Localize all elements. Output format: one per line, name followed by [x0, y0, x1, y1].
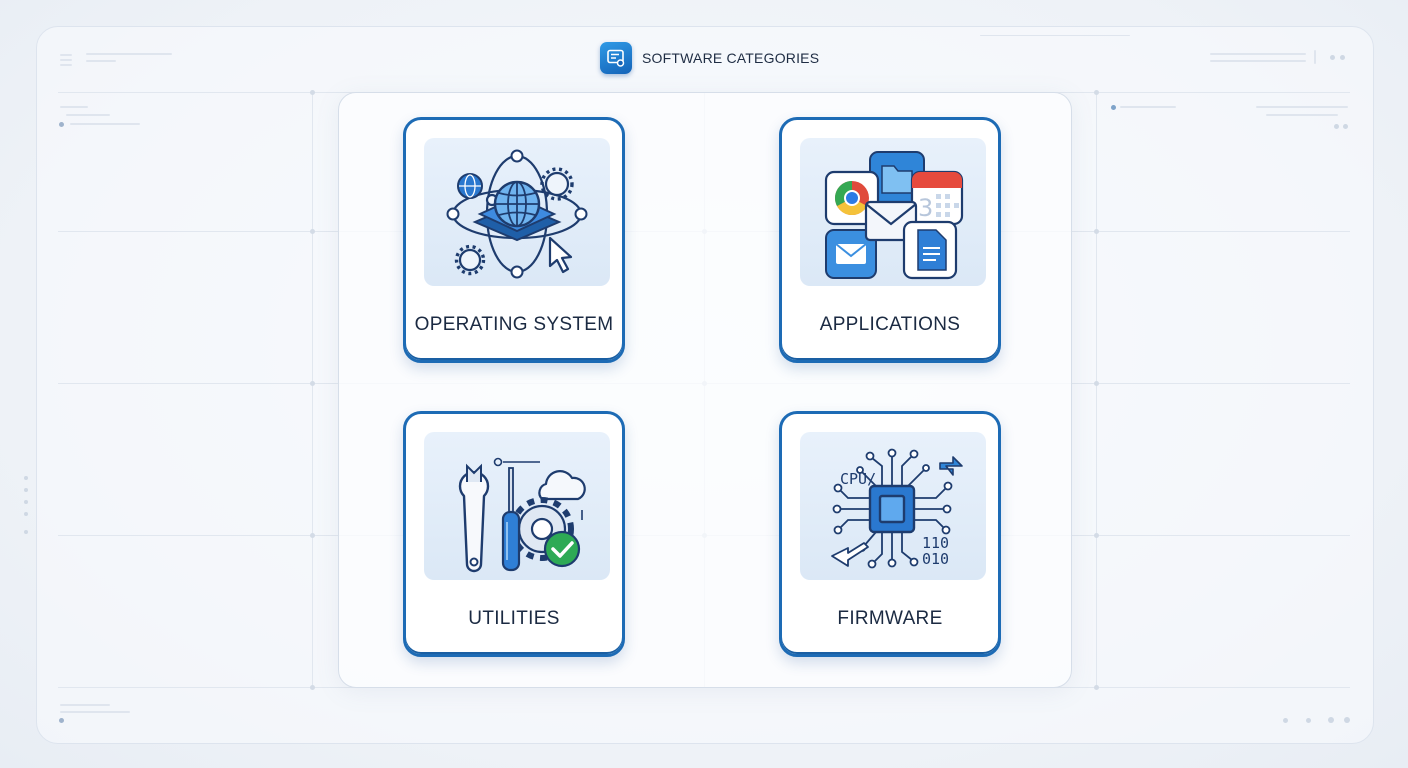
decorative-line	[86, 60, 116, 62]
category-label: UTILITIES	[468, 608, 560, 629]
decorative-line	[70, 123, 140, 125]
firmware-chip-icon: CPU/ 110 010	[800, 432, 986, 580]
decorative-line	[86, 53, 172, 55]
menu-icon	[60, 64, 72, 66]
grid-node	[1094, 533, 1099, 538]
decorative-dot	[24, 488, 28, 492]
decorative-dot	[24, 500, 28, 504]
grid-node	[1094, 381, 1099, 386]
decorative-dot	[1343, 124, 1348, 129]
grid-node	[1094, 685, 1099, 690]
decorative-line	[60, 711, 130, 713]
binary-text-bottom: 010	[922, 550, 949, 568]
menu-icon	[60, 59, 72, 61]
grid-line	[312, 92, 313, 688]
category-card-operating-system[interactable]: OPERATING SYSTEM	[403, 117, 625, 363]
category-card-applications[interactable]: 3 APPLICATIONS	[779, 117, 1001, 363]
cpu-label: CPU/	[840, 470, 876, 488]
decorative-line	[60, 704, 110, 706]
grid-line	[1096, 92, 1097, 688]
decorative-dot	[1340, 55, 1345, 60]
page-header: SOFTWARE CATEGORIES	[600, 42, 819, 74]
decorative-dot	[59, 718, 64, 723]
menu-icon	[60, 54, 72, 56]
decorative-line	[980, 35, 1130, 36]
decorative-dot	[24, 476, 28, 480]
decorative-dot	[1344, 717, 1350, 723]
decorative-dot	[1283, 718, 1288, 723]
software-list-icon	[600, 42, 632, 74]
decorative-line	[1210, 53, 1306, 55]
decorative-line	[1314, 50, 1316, 64]
decorative-line	[1210, 60, 1306, 62]
grid-node	[310, 381, 315, 386]
applications-icon: 3	[800, 138, 986, 286]
decorative-line	[1266, 114, 1338, 116]
decorative-dot	[1306, 718, 1311, 723]
category-card-utilities[interactable]: UTILITIES	[403, 411, 625, 657]
category-label: APPLICATIONS	[819, 314, 961, 335]
utilities-icon	[424, 432, 610, 580]
decorative-line	[60, 106, 88, 108]
decorative-dot	[1328, 717, 1334, 723]
grid-node	[310, 533, 315, 538]
grid-node	[310, 685, 315, 690]
decorative-line	[1256, 106, 1348, 108]
category-card-firmware[interactable]: CPU/ 110 010 FIRMWARE	[779, 411, 1001, 657]
operating-system-icon	[424, 138, 610, 286]
decorative-dot	[24, 530, 28, 534]
decorative-dot	[1330, 55, 1335, 60]
binary-text-top: 110	[922, 534, 949, 552]
decorative-dot	[59, 122, 64, 127]
decorative-line	[1120, 106, 1176, 108]
grid-node	[1094, 229, 1099, 234]
category-label: OPERATING SYSTEM	[414, 314, 614, 335]
calendar-day-number: 3	[918, 194, 933, 222]
category-label: FIRMWARE	[837, 608, 943, 629]
grid-node	[310, 90, 315, 95]
page-title: SOFTWARE CATEGORIES	[642, 50, 820, 66]
decorative-line	[66, 114, 110, 116]
grid-node	[310, 229, 315, 234]
decorative-dot	[24, 512, 28, 516]
grid-node	[1094, 90, 1099, 95]
decorative-dot	[1111, 105, 1116, 110]
decorative-dot	[1334, 124, 1339, 129]
